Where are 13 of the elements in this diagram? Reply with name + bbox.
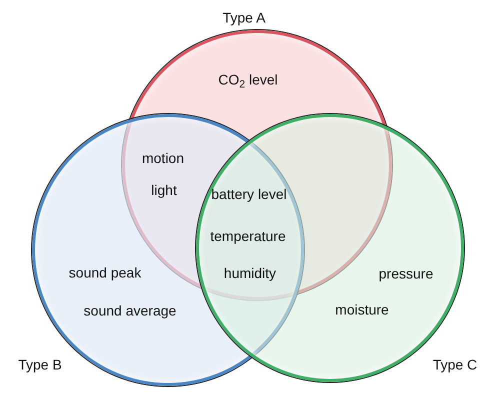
set-text: moisture	[335, 301, 389, 319]
set-text: sound average	[84, 302, 176, 320]
set-text: pressure	[378, 265, 434, 283]
set-text: Type C	[432, 356, 478, 374]
overlap-item: humidity	[222, 264, 278, 283]
set-text: sound peak	[68, 264, 142, 282]
overlap-item: temperature	[209, 227, 287, 246]
overlap-item: motion	[140, 149, 186, 168]
overlap-item: battery level	[210, 185, 288, 204]
set-text: CO$_{2}$ level	[218, 71, 278, 89]
set-text: Type A	[222, 9, 266, 27]
overlap-item: light	[150, 181, 178, 200]
set-text: Type B	[18, 356, 62, 374]
